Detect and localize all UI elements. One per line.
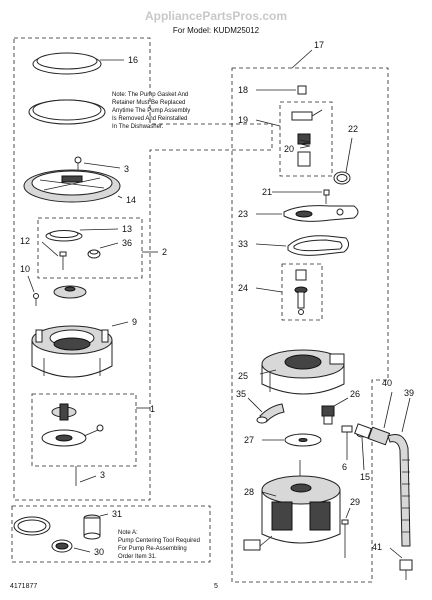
- part-35-elbow-hose: [256, 403, 285, 424]
- svg-text:Is Removed And Reinstalled: Is Removed And Reinstalled: [112, 116, 187, 122]
- part-3-screw: [74, 156, 82, 170]
- svg-text:In The Dishwasher.: In The Dishwasher.: [112, 124, 164, 130]
- part-28-motor: [243, 460, 341, 551]
- part-6-fitting: [341, 425, 353, 460]
- impeller-disk: [53, 285, 87, 299]
- callout-12: 12: [20, 236, 30, 246]
- svg-text:Anytime The Pump Assembly: Anytime The Pump Assembly: [112, 108, 190, 114]
- part-23-guard-plate: [283, 205, 359, 222]
- part-12-bolt: [59, 251, 67, 270]
- part-30-gasket-ring: [13, 516, 73, 553]
- callout-28: 28: [244, 487, 254, 497]
- callout-16: 16: [128, 55, 138, 65]
- callout-15: 15: [360, 472, 370, 482]
- callout-10: 10: [20, 264, 30, 274]
- callout-3: 3: [124, 164, 129, 174]
- note-a-text: Note A: Pump Centering Tool Required For…: [118, 530, 200, 560]
- pump-gasket-note: Note: The Pump Gasket And Retainer Must …: [112, 92, 190, 130]
- callout-36: 36: [122, 238, 132, 248]
- part-36-grommet: [87, 249, 101, 259]
- part-25-pump-base: [261, 349, 345, 395]
- part-22-o-ring: [333, 171, 351, 185]
- callout-14: 14: [126, 195, 136, 205]
- callout-41: 41: [372, 542, 382, 552]
- part-13-seal-ring: [45, 230, 83, 242]
- part-9-pump-housing: [31, 325, 113, 378]
- right-group-outline: [231, 67, 389, 583]
- part-41-hose-clamp: [399, 559, 413, 580]
- callout-19: 19: [238, 115, 248, 125]
- part-40-hose-connector: [354, 423, 391, 446]
- callout-1: 1: [150, 404, 155, 414]
- callout-23: 23: [238, 209, 248, 219]
- part-29-bolt: [341, 519, 349, 558]
- part-21-screw: [323, 189, 330, 204]
- svg-text:Note A:: Note A:: [118, 530, 138, 536]
- part-33-gasket: [287, 235, 350, 256]
- callout-39: 39: [404, 388, 414, 398]
- callout-17: 17: [314, 40, 324, 50]
- callout-22: 22: [348, 124, 358, 134]
- callout-6: 6: [342, 462, 347, 472]
- part-2-group-box: [37, 217, 143, 279]
- callout-26: 26: [350, 389, 360, 399]
- svg-text:For Pump Re-Assembling: For Pump Re-Assembling: [118, 546, 187, 552]
- callout-2: 2: [162, 247, 167, 257]
- doc-number: 4171877: [10, 583, 37, 590]
- callout-33: 33: [238, 239, 248, 249]
- page-number: 5: [214, 583, 218, 590]
- svg-text:Order Item 31.: Order Item 31.: [118, 554, 157, 560]
- callout-27: 27: [244, 435, 254, 445]
- callout-25: 25: [238, 371, 248, 381]
- part-19-valve-assembly: [291, 109, 323, 167]
- part-14-pump-cover: [23, 169, 121, 203]
- callout-35: 35: [236, 389, 246, 399]
- part-24-shaft-assembly: [294, 269, 308, 315]
- svg-text:Pump Centering Tool Required: Pump Centering Tool Required: [118, 538, 200, 544]
- part-1-chopper-assembly: [41, 403, 104, 447]
- part-39-drain-hose: [387, 434, 411, 547]
- note-a-box: [11, 505, 211, 563]
- callout-24: 24: [238, 283, 248, 293]
- callout-18: 18: [238, 85, 248, 95]
- part-10-screw: [33, 293, 39, 306]
- watermark-text: AppliancePartsPros.com: [145, 9, 287, 23]
- callout-3-lower: 3: [100, 470, 105, 480]
- callout-31: 31: [112, 509, 122, 519]
- callout-30: 30: [94, 547, 104, 557]
- callout-29: 29: [350, 497, 360, 507]
- callout-13: 13: [122, 224, 132, 234]
- model-line: For Model: KUDM25012: [173, 26, 260, 35]
- part-16-gasket-rings: [28, 52, 106, 125]
- part-1-group-box: [31, 393, 137, 467]
- part-20-spring: [299, 139, 311, 149]
- part-31-centering-tool: [83, 514, 101, 540]
- svg-text:Note: The Pump Gasket And: Note: The Pump Gasket And: [112, 92, 188, 98]
- callout-21: 21: [262, 187, 272, 197]
- part-27-seal-disk: [284, 433, 322, 447]
- part-26-connector: [321, 405, 335, 425]
- part-18-cap: [297, 85, 307, 95]
- callout-40: 40: [382, 378, 392, 388]
- svg-text:Retainer Must Be Replaced: Retainer Must Be Replaced: [112, 100, 185, 106]
- callout-9: 9: [132, 317, 137, 327]
- callout-20: 20: [284, 144, 294, 154]
